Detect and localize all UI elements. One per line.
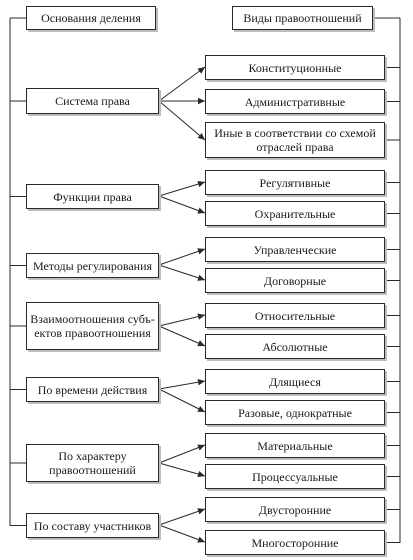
basis-box: По составу участников [26, 513, 159, 538]
arrow-line [158, 462, 206, 477]
type-box: Регулятивные [205, 170, 385, 195]
arrowhead-icon [197, 406, 205, 412]
arrowhead-icon [197, 536, 205, 543]
arrow-line [158, 388, 206, 413]
basis-box: Методы регулирования [26, 253, 159, 278]
header-right-types: Виды правоотношений [232, 6, 373, 30]
arrowhead-icon [197, 379, 205, 386]
basis-box: Функции права [26, 184, 159, 209]
header-left-bases: Основания деления [26, 6, 156, 30]
arrowhead-icon [197, 274, 205, 281]
arrow-line [158, 248, 206, 266]
type-box: Договорные [205, 268, 385, 293]
type-box: Материальные [205, 433, 385, 458]
type-box: Многосторонние [205, 530, 385, 555]
type-box: Длящиеся [205, 369, 385, 394]
arrowhead-icon [197, 340, 205, 347]
arrow-line [158, 100, 206, 141]
type-box: Абсолютные [205, 334, 385, 359]
arrow-line [158, 444, 206, 464]
arrowhead-icon [197, 471, 205, 478]
arrowhead-icon [197, 207, 205, 214]
type-box: Конституционные [205, 55, 385, 80]
arrow-line [158, 314, 206, 327]
arrow-line [158, 66, 206, 102]
arrowhead-icon [197, 67, 205, 74]
arrowhead-icon [197, 313, 205, 320]
arrowhead-icon [197, 248, 205, 255]
arrowhead-icon [198, 97, 205, 105]
arrowhead-icon [197, 444, 205, 451]
basis-box: Взаимоотношения субъ-ектов правоотношени… [26, 302, 159, 350]
arrowhead-icon [197, 508, 205, 515]
type-box: Относительные [205, 303, 385, 328]
arrow-line [158, 181, 206, 197]
arrow-line [158, 380, 206, 390]
basis-box: По времени действия [26, 377, 159, 402]
type-box: Административные [205, 89, 385, 114]
type-box: Иные в соответствии со схемой отраслей п… [205, 122, 385, 158]
type-box: Охранительные [205, 201, 385, 226]
type-box: Процессуальные [205, 464, 385, 489]
arrowhead-icon [197, 180, 205, 188]
type-box: Управленческие [205, 237, 385, 262]
type-box: Двусторонние [205, 497, 385, 522]
basis-box: Система права [26, 88, 159, 114]
arrow-line [158, 195, 206, 214]
arrow-line [158, 524, 206, 543]
basis-box: По характеру правоотношений [26, 444, 159, 482]
arrow-line [158, 325, 206, 347]
arrow-line [158, 508, 206, 526]
arrow-line [158, 264, 206, 281]
arrowhead-icon [197, 133, 205, 140]
type-box: Разовые, однократные [205, 400, 385, 425]
